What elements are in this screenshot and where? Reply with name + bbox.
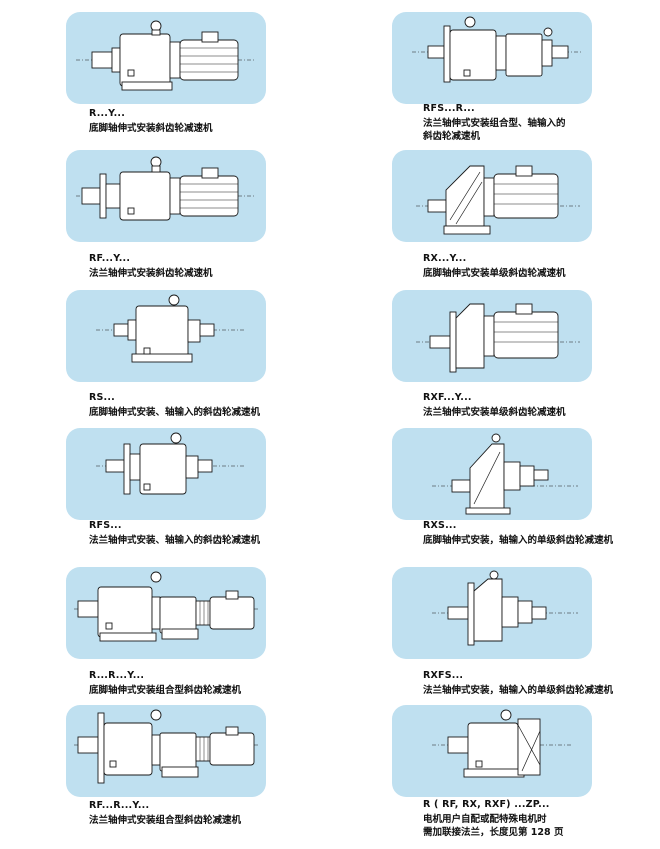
product-code: RFS...R... (423, 103, 475, 114)
illustration-r-r-y (66, 567, 266, 659)
product-code: RX...Y... (423, 253, 467, 264)
illustration-rx-y (392, 150, 592, 242)
product-code: RXS... (423, 520, 457, 531)
product-code: RF...R...Y... (89, 800, 150, 811)
gear-motor-drawing (416, 303, 580, 373)
gear-motor-drawing (416, 165, 580, 235)
product-code: R...R...Y... (89, 670, 145, 681)
product-code: RFS... (89, 520, 122, 531)
illustration-rfs-r (392, 12, 592, 104)
product-description: 底脚轴伸式安装斜齿轮减速机 (89, 123, 213, 134)
gear-motor-drawing (74, 709, 258, 784)
illustration-r-y (66, 12, 266, 104)
product-description: 法兰轴伸式安装，轴输入的单级斜齿轮减速机 (423, 685, 614, 696)
illustration-rfs (66, 428, 266, 520)
illustration-rs (66, 290, 266, 382)
product-description: 法兰轴伸式安装组合型、轴输入的 (423, 118, 566, 129)
gear-motor-drawing (412, 16, 582, 83)
product-code: RF...Y... (89, 253, 131, 264)
product-description-line-2: 斜齿轮减速机 (423, 131, 481, 142)
illustration-r-zp (392, 705, 592, 797)
product-description: 电机用户自配或配特殊电机时 (423, 814, 547, 825)
illustration-rxs (392, 428, 592, 520)
illustration-rxfs (392, 567, 592, 659)
illustration-rf-r-y (66, 705, 266, 797)
illustration-rxf-y (392, 290, 592, 382)
gear-motor-drawing (432, 570, 578, 646)
gear-motor-drawing (432, 709, 572, 778)
product-description: 法兰轴伸式安装斜齿轮减速机 (89, 268, 213, 279)
product-description: 底脚轴伸式安装、轴输入的斜齿轮减速机 (89, 407, 261, 418)
product-description: 法兰轴伸式安装单级斜齿轮减速机 (423, 407, 566, 418)
gear-motor-drawing (76, 156, 256, 221)
product-description-line-2: 需加联接法兰，长度见第 128 页 (423, 827, 564, 838)
illustration-rf-y (66, 150, 266, 242)
gear-motor-drawing (76, 20, 256, 91)
product-description: 法兰轴伸式安装、轴输入的斜齿轮减速机 (89, 535, 261, 546)
product-code: R...Y... (89, 108, 126, 119)
product-description: 法兰轴伸式安装组合型斜齿轮减速机 (89, 815, 242, 826)
gear-motor-drawing (74, 571, 258, 642)
product-code: R ( RF, RX, RXF) ...ZP... (423, 799, 550, 810)
product-description: 底脚轴伸式安装单级斜齿轮减速机 (423, 268, 566, 279)
product-code: RXFS... (423, 670, 464, 681)
gear-motor-drawing (432, 433, 578, 515)
product-code: RXF...Y... (423, 392, 472, 403)
product-description: 底脚轴伸式安装，轴输入的单级斜齿轮减速机 (423, 535, 614, 546)
gear-motor-drawing (96, 432, 246, 495)
product-code: RS... (89, 392, 115, 403)
product-description: 底脚轴伸式安装组合型斜齿轮减速机 (89, 685, 242, 696)
gear-motor-drawing (96, 294, 246, 363)
